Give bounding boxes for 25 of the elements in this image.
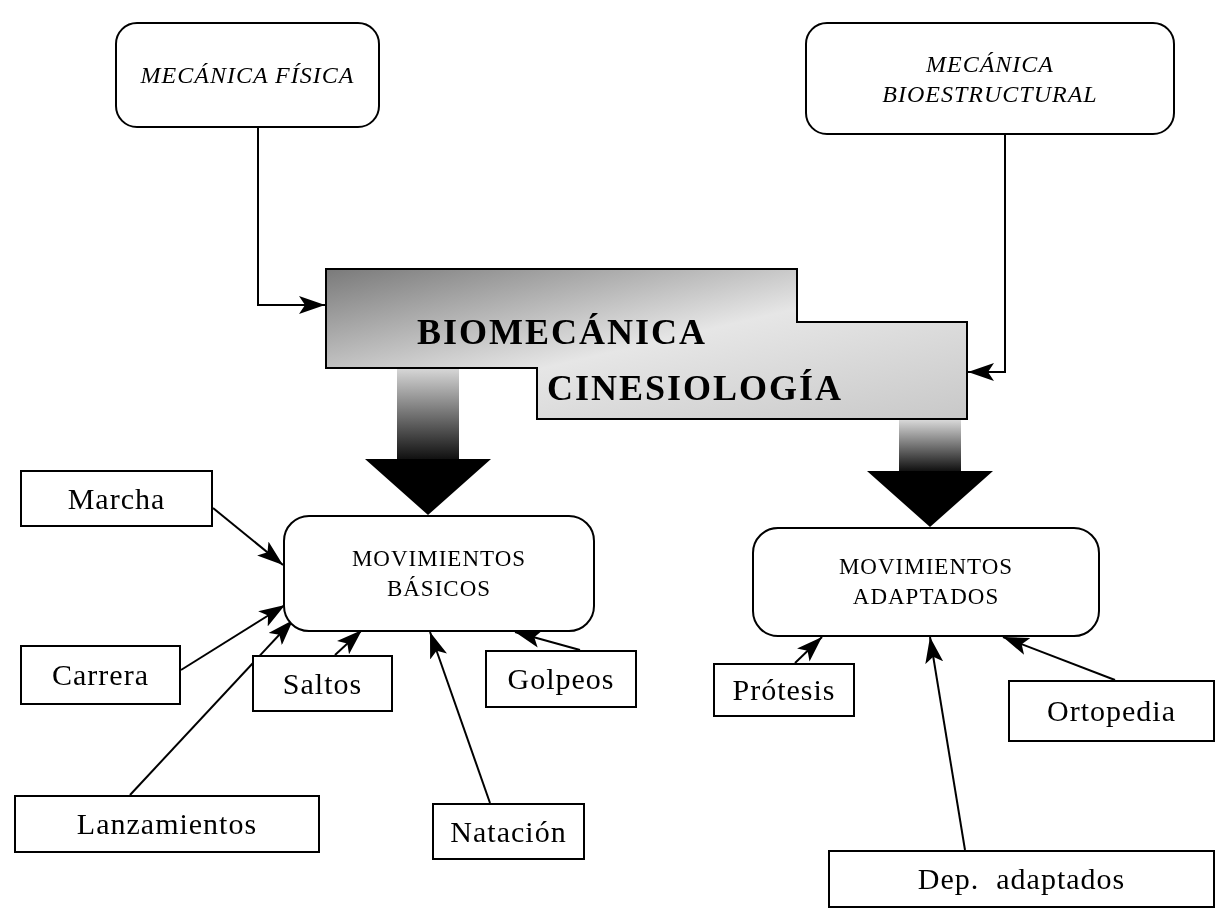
label-box: Golpeos: [485, 650, 637, 708]
label-box: Marcha: [20, 470, 213, 527]
label-box: Carrera: [20, 645, 181, 705]
banner-title: BIOMECÁNICA: [417, 314, 707, 350]
banner-title: CINESIOLOGÍA: [547, 370, 844, 406]
rounded-box: MOVIMIENTOS BÁSICOS: [283, 515, 595, 632]
rounded-box: MECÁNICA BIOESTRUCTURAL: [805, 22, 1175, 135]
arrow: [429, 631, 491, 804]
label-box: Saltos: [252, 655, 393, 712]
label-box: Lanzamientos: [14, 795, 320, 853]
label-box: Prótesis: [713, 663, 855, 717]
block-arrow: [365, 368, 491, 515]
rounded-box: MOVIMIENTOS ADAPTADOS: [752, 527, 1100, 637]
label-box: Natación: [432, 803, 585, 860]
label-box: Dep. adaptados: [828, 850, 1215, 908]
arrow: [925, 636, 966, 851]
arrow: [257, 127, 326, 314]
arrow: [794, 636, 823, 664]
label-box: Ortopedia: [1008, 680, 1215, 742]
block-arrow: [867, 420, 993, 527]
rounded-box: MECÁNICA FÍSICA: [115, 22, 380, 128]
arrow: [212, 507, 284, 566]
arrow: [334, 629, 363, 656]
arrow: [967, 134, 1006, 381]
arrow: [1002, 636, 1116, 681]
